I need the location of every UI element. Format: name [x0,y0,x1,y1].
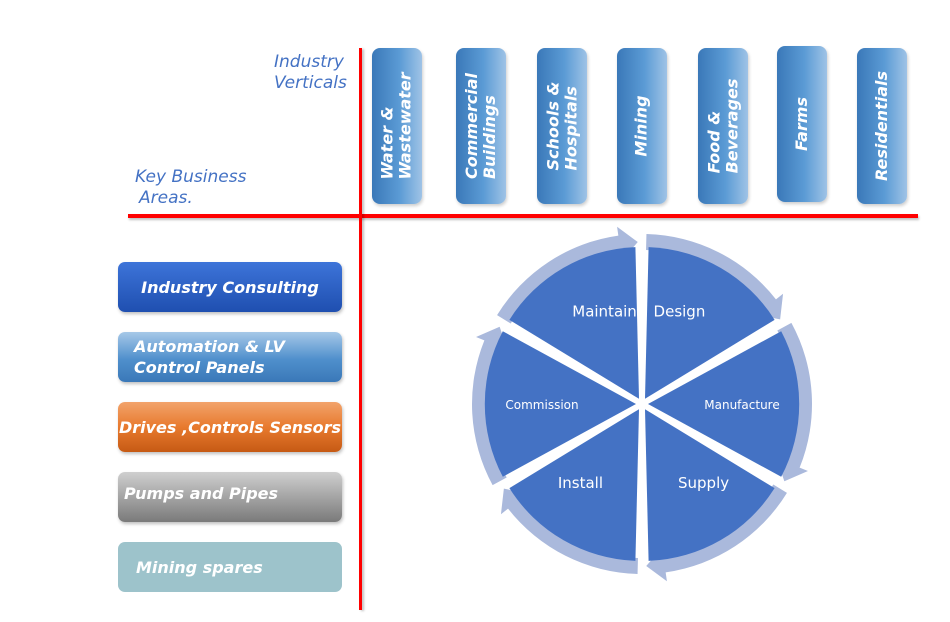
vertical-axis-line [359,48,362,610]
business-area-label: Drives ,Controls Sensors [118,417,342,437]
business-area-mining-spares[interactable]: Mining spares [118,542,342,592]
cycle-segment-maintain [509,247,639,399]
vertical-label-line: Beverages [722,78,741,174]
business-area-label: Industry Consulting [141,277,319,297]
cycle-label-install: Install [558,474,603,492]
cycle-segments [484,247,800,561]
vertical-farms[interactable]: Farms [777,46,827,202]
horizontal-axis-line [128,214,918,218]
cycle-segment-commission [484,331,636,477]
vertical-residentials[interactable]: Residentials [857,48,907,204]
vertical-label-line: Hospitals [561,86,581,171]
cycle-label-maintain: Maintain [572,302,637,320]
cycle-arrow-install [500,488,638,574]
vertical-label-line: Residentials [872,70,892,182]
business-area-label: Pumps and Pipes [124,483,279,503]
vertical-label-line: Food & [704,110,723,174]
cycle-segment-install [509,409,639,561]
business-area-label-line-2: Control Panels [134,358,265,377]
cycle-label-commission: Commission [505,398,578,412]
industry-verticals-label: Industry Verticals [274,52,347,94]
business-area-pumps-and-pipes[interactable]: Pumps and Pipes [118,472,342,522]
cycle-arrow-maintain [497,226,638,324]
cycle-arrow-design [646,234,784,320]
cycle-label-design: Design [654,302,706,320]
business-area-automation-lv-control-panels[interactable]: Automation & LV Control Panels [118,332,342,382]
business-area-drives-controls-sensors[interactable]: Drives ,Controls Sensors [118,402,342,452]
cycle-label-supply: Supply [678,474,729,492]
cycle-arrow-commission [472,326,508,486]
key-business-areas-line-2: Areas. [139,188,193,208]
vertical-water-wastewater[interactable]: Water &Wastewater [372,48,422,204]
key-business-areas-label: Key Business Areas. [135,167,246,209]
business-area-label: Mining spares [136,557,263,577]
key-business-areas-line-1: Key Business [135,167,247,187]
industry-verticals-line-2: Verticals [274,73,347,93]
vertical-label-line: Wastewater [396,72,416,180]
industry-verticals-line-1: Industry [274,52,344,72]
cycle-segment-design [645,247,775,399]
vertical-mining[interactable]: Mining [617,48,667,204]
cycle-arrow-supply [646,484,787,582]
vertical-label-line: Commercial [462,72,482,180]
business-area-industry-consulting[interactable]: Industry Consulting [118,262,342,312]
cycle-arrow-manufacture [776,322,812,482]
business-area-label-line-1: Automation & LV [134,337,285,356]
vertical-label-line: Mining [632,95,651,157]
vertical-schools-hospitals[interactable]: Schools &Hospitals [537,48,587,204]
vertical-label-line: Schools & [543,81,563,171]
vertical-label-line: Water & [378,106,398,180]
cycle-segment-supply [645,409,775,561]
vertical-food-beverages[interactable]: Food &Beverages [698,48,748,204]
vertical-label-line: Buildings [480,95,500,180]
vertical-label-line: Farms [792,97,812,151]
cycle-arrows [472,226,812,582]
cycle-segment-manufacture [648,331,800,477]
cycle-label-manufacture: Manufacture [704,398,779,412]
